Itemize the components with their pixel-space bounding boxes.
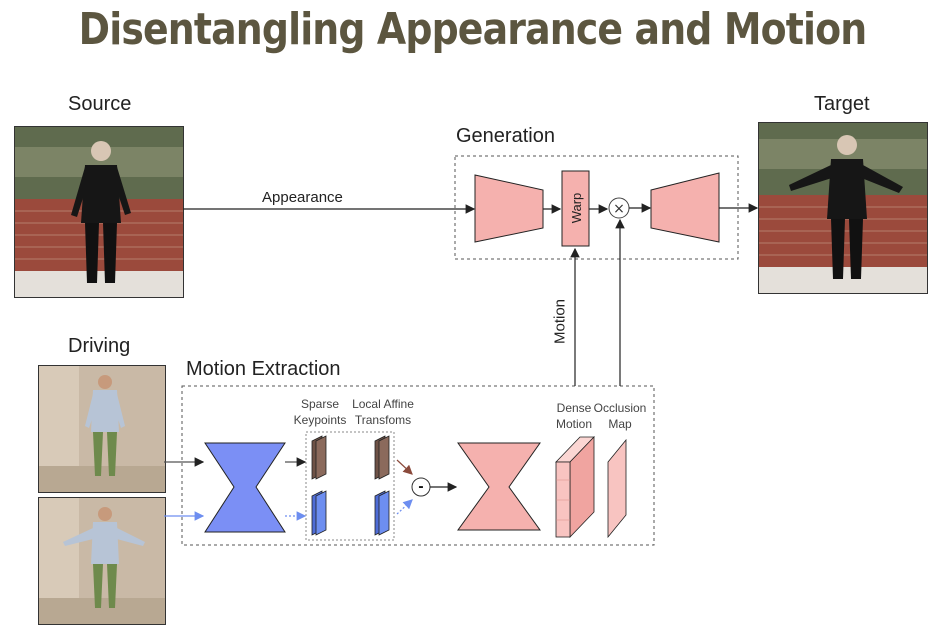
dense-motion-label: Dense Motion [546,400,602,432]
occlusion-map-line1: Occlusion [593,401,647,415]
driving-image-1 [38,365,166,493]
sparse-keypoints-line1: Sparse [300,397,340,411]
driving-label: Driving [68,335,131,357]
motion-extraction-box [181,385,655,546]
encoder-block [474,174,544,243]
target-label: Target [814,93,870,115]
local-affine-tensor-source [374,490,390,536]
decoder-block [650,172,720,243]
target-image [758,122,928,294]
multiply-symbol: × [613,201,625,217]
driving-image-2 [38,497,166,625]
dense-motion-network-block [457,442,541,531]
sparse-keypoints-label: Sparse Keypoints [290,396,350,428]
occlusion-map-tensor [607,438,627,539]
sparse-keypoints-line2: Keypoints [293,413,347,427]
minus-symbol: - [418,480,423,495]
source-image [14,126,184,298]
keypoint-box [305,431,395,541]
generation-label: Generation [456,125,555,147]
sparse-keypoints-tensor-driving [311,435,327,480]
local-affine-tensor-driving [374,435,390,480]
occlusion-map-line2: Map [608,417,632,431]
occlusion-map-label: Occlusion Map [592,400,648,432]
source-label: Source [68,93,132,115]
local-affine-line1: Local Affine [352,397,414,411]
generation-box [454,155,739,260]
sparse-keypoints-tensor-source [311,490,327,536]
dense-motion-line1: Dense [556,401,592,415]
motion-extraction-label: Motion Extraction [186,358,341,380]
appearance-label: Appearance [262,189,343,206]
local-affine-line2: Transfoms [354,413,412,427]
page-title: Disentangling Appearance and Motion [78,4,867,55]
dense-motion-tensor [555,436,595,538]
warp-block [561,170,590,247]
keypoint-detector-block [204,442,286,533]
local-affine-label: Local Affine Transfoms [347,396,419,428]
warp-label: Warp [569,193,584,224]
dense-motion-line2: Motion [555,417,593,431]
